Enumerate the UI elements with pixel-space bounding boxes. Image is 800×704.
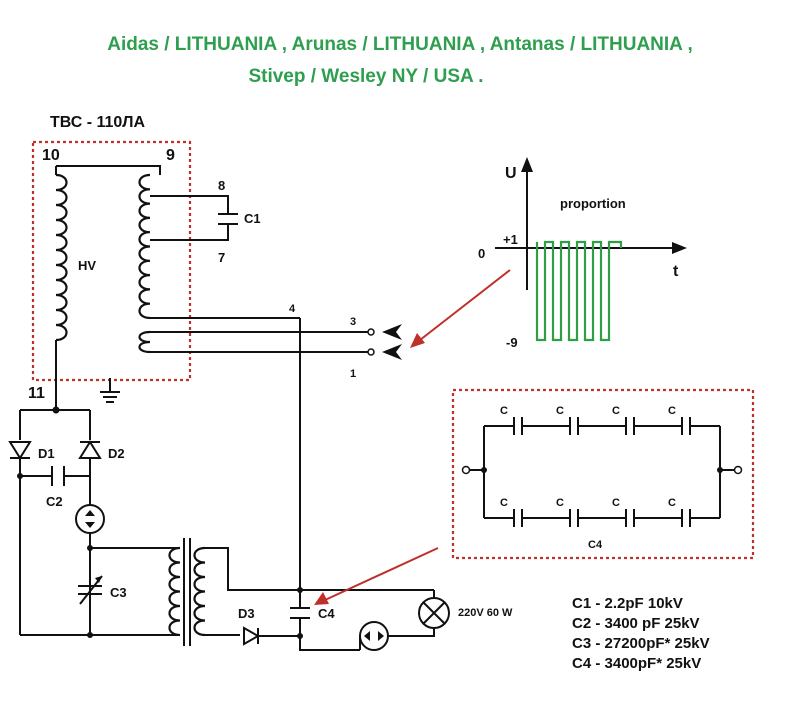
ground-icon	[100, 378, 120, 403]
d2-label: D2	[108, 446, 125, 461]
diode-bridge-top-wire	[19, 409, 91, 440]
credits-line-2: Stivep / Wesley NY / USA .	[248, 66, 483, 87]
output-transformer-secondary	[193, 546, 206, 637]
transformer-title: ТВС - 110ЛА	[50, 114, 146, 131]
junction-c4-bottom	[297, 633, 303, 639]
terminal-4-label: 4	[289, 303, 296, 315]
pin-11-label: 11	[28, 385, 45, 402]
waveform-y-arrow	[521, 157, 533, 172]
c1-wire-bottom	[150, 224, 229, 241]
c4-detail-title: C4	[588, 539, 603, 551]
legend-c2: C2 - 3400 pF 25kV	[572, 615, 700, 632]
c4-detail-capacitor-top-4	[681, 417, 691, 435]
wire-terminals-3-1	[150, 331, 370, 353]
c4-detail-capacitor-top-2	[569, 417, 579, 435]
c4-detail-capacitor-label: C	[556, 405, 564, 417]
c1-capacitor	[218, 213, 238, 225]
c4-detail-capacitor-label: C	[500, 497, 508, 509]
c4-detail-capacitor-label: C	[612, 405, 620, 417]
c4-detail-capacitor-bottom-2	[569, 509, 579, 527]
c4-detail-terminal-left	[461, 465, 471, 475]
d3-wire	[257, 628, 300, 644]
waveform-low-label: -9	[506, 335, 518, 350]
pin-9-label: 9	[166, 147, 175, 164]
c4-detail-capacitor-label: C	[668, 405, 676, 417]
terminal-3	[367, 328, 375, 336]
c4-detail-capacitor-label: C	[668, 497, 676, 509]
spark-gap-2-electrodes	[364, 631, 384, 641]
lamp-label: 220V 60 W	[458, 607, 513, 619]
hv-winding-coil	[55, 173, 68, 342]
c4-detail-capacitor-bottom-1	[513, 509, 523, 527]
c4-wires	[299, 590, 360, 651]
d3-diode	[243, 626, 261, 646]
hv-winding-label: HV	[78, 258, 96, 273]
c3-capacitor	[78, 585, 102, 595]
legend-c3: C3 - 27200pF* 25kV	[572, 635, 710, 652]
transformer-dashed-box	[31, 140, 192, 382]
d2-diode	[78, 440, 102, 459]
output-transformer-primary	[168, 546, 181, 637]
c4-detail-capacitor-label: C	[612, 497, 620, 509]
waveform-x-arrow	[672, 242, 687, 254]
feedback-winding-coil	[138, 330, 151, 354]
waveform-origin-label: 0	[478, 246, 485, 261]
c4-detail-capacitor-top-1	[513, 417, 523, 435]
waveform-title: proportion	[560, 196, 626, 211]
top-wire-10-9	[55, 165, 161, 175]
secondary-top-wire	[205, 547, 434, 591]
pointer-arrow-c4-head	[314, 592, 329, 605]
c4-detail-junction-left	[481, 467, 487, 473]
c4-detail-junction-right	[717, 467, 723, 473]
waveform-y-label: U	[505, 165, 517, 182]
d1-label: D1	[38, 446, 55, 461]
d3-label: D3	[238, 606, 255, 621]
c4-label: C4	[318, 606, 335, 621]
spark-gap-1-electrodes	[85, 510, 95, 528]
lamp-cross	[422, 601, 446, 625]
legend-c4: C4 - 3400pF* 25kV	[572, 655, 701, 672]
c4-detail-dashed-box	[451, 388, 755, 560]
c4-capacitor	[290, 607, 310, 619]
c1-wire-top	[150, 195, 229, 214]
c1-label: C1	[244, 211, 261, 226]
c4-detail-side-wires	[483, 426, 721, 518]
pointer-arrow-terminals-head	[410, 333, 425, 348]
credits-line-1: Aidas / LITHUANIA , Arunas / LITHUANIA ,…	[107, 34, 693, 55]
c2-label: C2	[46, 494, 63, 509]
input-arrow-3	[382, 324, 402, 340]
transformer-core	[183, 538, 191, 646]
c4-detail-capacitor-bottom-4	[681, 509, 691, 527]
pulse-waveform	[535, 240, 623, 342]
c4-detail-capacitor-label: C	[556, 497, 564, 509]
input-arrow-1	[382, 344, 402, 360]
pointer-arrow-terminals	[419, 269, 511, 341]
waveform-axes	[495, 170, 680, 290]
c3-arrow-head	[95, 576, 102, 583]
waveform-high-label: +1	[503, 232, 518, 247]
bridge-down-wires	[19, 458, 91, 635]
junction-c3-bottom	[87, 632, 93, 638]
d1-diode	[8, 441, 32, 460]
pin-7-label: 7	[218, 250, 225, 265]
c4-detail-capacitor-bottom-3	[625, 509, 635, 527]
spark-gap-1	[75, 504, 105, 534]
c3-label: C3	[110, 585, 127, 600]
pointer-arrow-c4	[324, 547, 439, 601]
terminal-3-label: 3	[350, 316, 356, 328]
c4-detail-capacitor-top-3	[625, 417, 635, 435]
legend-c1: C1 - 2.2pF 10kV	[572, 595, 683, 612]
primary-winding-coil	[138, 173, 151, 320]
c4-detail-terminal-right	[733, 465, 743, 475]
c4-detail-capacitor-label: C	[500, 405, 508, 417]
c4-detail-network: C C C C C C C C	[461, 405, 743, 527]
pin-8-label: 8	[218, 178, 225, 193]
waveform-x-label: t	[673, 263, 679, 280]
spark-gap-2-right-wire	[388, 628, 435, 637]
terminal-1	[367, 348, 375, 356]
pin-10-label: 10	[42, 147, 60, 164]
terminal-1-label: 1	[350, 368, 356, 380]
c2-capacitor	[51, 466, 65, 486]
